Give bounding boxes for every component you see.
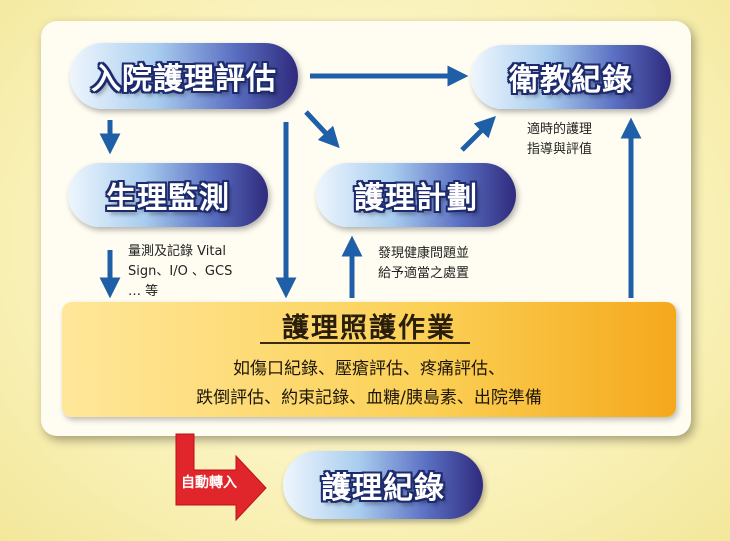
monitoring-note: 量測及記錄 Vital Sign、I/O 、GCS … 等 — [128, 244, 233, 299]
care-operations-title: 護理照護作業 — [282, 313, 456, 344]
auto-transfer-label: 自動轉入 — [181, 475, 237, 491]
care-plan-label: 護理計劃 — [354, 181, 478, 216]
physiological-monitoring-label: 生理監測 — [106, 181, 230, 216]
nursing-record-node: 護理紀錄 — [283, 451, 483, 519]
education-note: 適時的護理 指導與評值 — [527, 122, 593, 157]
care-plan-node: 護理計劃 — [316, 163, 516, 227]
plan-note: 發現健康問題並 給予適當之處置 — [378, 246, 470, 281]
admission-assessment-label: 入院護理評估 — [91, 62, 277, 97]
care-operations-line-1: 如傷口紀錄、壓瘡評估、疼痛評估、 — [233, 359, 505, 379]
arrow-assessment-to-plan — [304, 110, 340, 149]
physiological-monitoring-node: 生理監測 — [68, 163, 268, 227]
arrow-plan-to-education — [460, 116, 496, 152]
care-operations-box: 護理照護作業 如傷口紀錄、壓瘡評估、疼痛評估、 跌倒評估、約束記錄、血糖/胰島素… — [62, 302, 676, 417]
health-education-label: 衛教紀錄 — [509, 63, 633, 98]
auto-transfer-arrow — [175, 433, 267, 522]
care-title-underline — [260, 342, 470, 344]
health-education-node: 衛教紀錄 — [471, 45, 671, 109]
admission-assessment-node: 入院護理評估 — [70, 43, 298, 109]
care-operations-line-2: 跌倒評估、約束記錄、血糖/胰島素、出院準備 — [196, 388, 542, 408]
nursing-record-label: 護理紀錄 — [321, 471, 445, 506]
